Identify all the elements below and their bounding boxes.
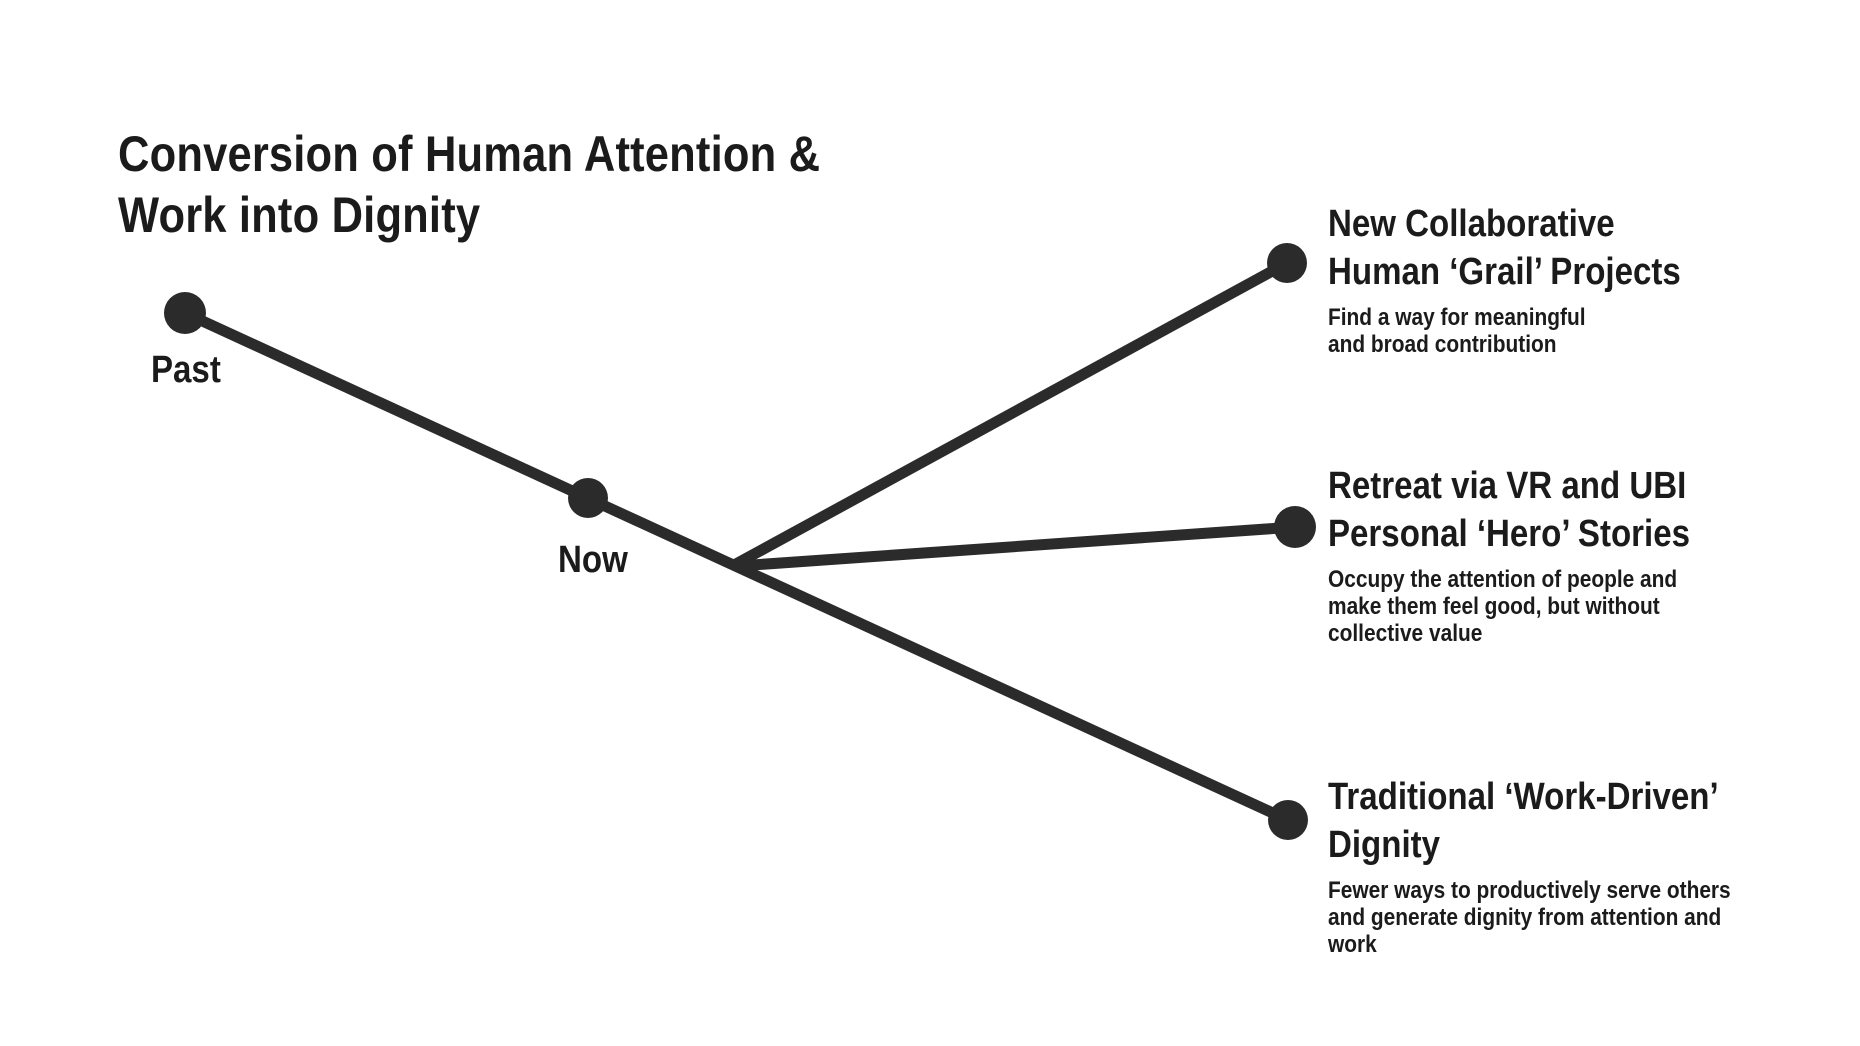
branch-traditional-dignity: Traditional ‘Work-Driven’ Dignity Fewer … (1328, 773, 1780, 958)
branch-line-middle (737, 521, 1296, 572)
branch-heading-line-1: Retreat via VR and UBI (1328, 465, 1687, 507)
branch-heading-line-2: Personal ‘Hero’ Stories (1328, 513, 1690, 555)
vr-ubi-node-dot (1274, 506, 1316, 548)
now-node-label: Now (558, 539, 628, 581)
branch-description-line-3: collective value (1328, 620, 1483, 647)
grail-projects-node-dot (1267, 243, 1307, 283)
diagram-title-line-2: Work into Dignity (118, 187, 481, 243)
branch-heading: Retreat via VR and UBI Personal ‘Hero’ S… (1328, 462, 1780, 558)
branch-heading-line-1: New Collaborative (1328, 203, 1615, 245)
branch-heading-line-1: Traditional ‘Work-Driven’ (1328, 776, 1719, 818)
traditional-dignity-node-dot (1268, 800, 1308, 840)
diagram-title-line-1: Conversion of Human Attention & (118, 126, 821, 182)
branch-heading-line-2: Dignity (1328, 824, 1441, 866)
branch-description-line-2: and broad contribution (1328, 331, 1557, 358)
branch-description-line-2: and generate dignity from attention and (1328, 904, 1722, 931)
branch-heading-line-2: Human ‘Grail’ Projects (1328, 251, 1681, 293)
branch-description-line-2: make them feel good, but without (1328, 593, 1660, 620)
past-node-dot (164, 292, 206, 334)
branch-description: Occupy the attention of people and make … (1328, 566, 1780, 647)
branch-description-line-1: Occupy the attention of people and (1328, 566, 1678, 593)
past-node-label: Past (151, 349, 221, 391)
branch-description-line-1: Fewer ways to productively serve others (1328, 877, 1731, 904)
branch-line-upper (733, 258, 1290, 569)
branch-vr-ubi: Retreat via VR and UBI Personal ‘Hero’ S… (1328, 462, 1780, 647)
branch-description: Find a way for meaningful and broad cont… (1328, 304, 1780, 358)
timeline-main-line (182, 308, 1291, 825)
branch-description-line-1: Find a way for meaningful (1328, 304, 1586, 331)
branch-heading: New Collaborative Human ‘Grail’ Projects (1328, 200, 1780, 296)
branch-description: Fewer ways to productively serve others … (1328, 877, 1780, 958)
diagram-title: Conversion of Human Attention & Work int… (118, 124, 820, 246)
branch-grail-projects: New Collaborative Human ‘Grail’ Projects… (1328, 200, 1780, 358)
branch-description-line-3: work (1328, 931, 1377, 958)
now-node-dot (568, 478, 608, 518)
branch-heading: Traditional ‘Work-Driven’ Dignity (1328, 773, 1780, 869)
